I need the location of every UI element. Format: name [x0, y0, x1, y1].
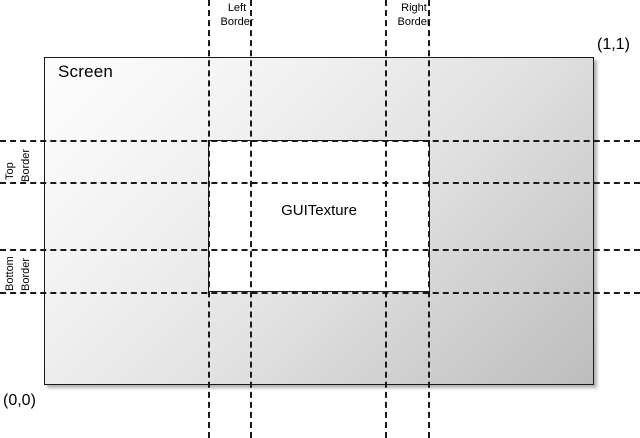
guide-line-horizontal-top-inner — [0, 182, 640, 184]
left-border-label: Left Border — [209, 1, 265, 29]
left-border-label-word2: Border — [220, 16, 254, 28]
guide-line-vertical-left-inner — [250, 0, 252, 438]
top-border-label-word2: Border — [20, 148, 32, 182]
guide-line-vertical-right-outer — [428, 0, 430, 438]
guitexture-rectangle — [208, 140, 430, 292]
guide-line-vertical-left-outer — [208, 0, 210, 438]
guide-line-horizontal-top-outer — [0, 140, 640, 142]
guide-line-horizontal-bottom-inner — [0, 249, 640, 251]
guide-line-vertical-right-inner — [385, 0, 387, 438]
coordinate-bottom-left: (0,0) — [3, 392, 36, 409]
top-border-label-word1: Top — [4, 162, 16, 180]
guitexture-label: GUITexture — [281, 202, 357, 219]
guide-line-horizontal-bottom-outer — [0, 292, 640, 294]
right-border-label-word2: Border — [397, 16, 431, 28]
right-border-label-word1: Right — [401, 2, 427, 14]
left-border-label-word1: Left — [227, 2, 247, 14]
bottom-border-label-word1: Bottom — [4, 256, 16, 291]
right-border-label: Right Border — [386, 1, 442, 29]
screen-label: Screen — [58, 62, 114, 81]
bottom-border-label-word2: Border — [20, 257, 32, 291]
coordinate-top-right: (1,1) — [597, 36, 630, 53]
